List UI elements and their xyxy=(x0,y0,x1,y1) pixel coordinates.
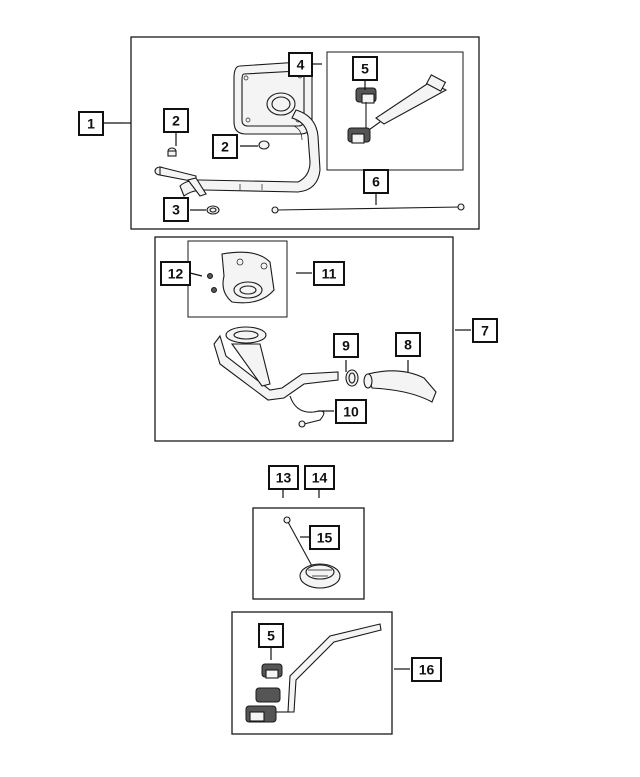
filler-tube-drawing xyxy=(154,109,321,197)
callout-8: 8 xyxy=(395,332,421,357)
ground-wire-drawing xyxy=(289,395,325,428)
svg-text:5: 5 xyxy=(267,628,275,644)
callout-2: 2 xyxy=(163,108,189,133)
leader-12 xyxy=(189,272,203,277)
svg-text:2: 2 xyxy=(172,113,180,129)
filler-hose-drawing xyxy=(363,370,437,403)
callout-6: 6 xyxy=(363,169,389,194)
callout-10: 10 xyxy=(335,399,367,424)
callout-2: 2 xyxy=(212,134,238,159)
callout-9: 9 xyxy=(333,333,359,358)
callout-11: 11 xyxy=(313,261,345,286)
fitting-grommet-drawing xyxy=(167,140,270,157)
callout-7: 7 xyxy=(472,318,498,343)
filler-neck-tube-drawing xyxy=(213,326,339,401)
svg-text:11: 11 xyxy=(322,266,337,282)
fuel-cap-drawing xyxy=(283,516,341,589)
vapor-valve-drawing xyxy=(347,74,448,144)
svg-text:3: 3 xyxy=(172,202,180,218)
svg-text:10: 10 xyxy=(343,404,359,420)
tube-clamp-drawing xyxy=(345,369,359,387)
svg-text:8: 8 xyxy=(404,337,412,353)
callout-5: 5 xyxy=(258,623,284,648)
svg-text:12: 12 xyxy=(168,266,184,282)
filler-bracket-drawing xyxy=(221,251,275,304)
vent-tube-drawing xyxy=(245,623,382,723)
svg-text:14: 14 xyxy=(312,470,328,486)
callout-4: 4 xyxy=(288,52,313,77)
callout-12: 12 xyxy=(160,261,191,286)
svg-text:15: 15 xyxy=(317,530,333,546)
group-fuel-cap xyxy=(252,488,365,600)
svg-text:4: 4 xyxy=(297,57,305,73)
svg-text:6: 6 xyxy=(372,174,380,190)
callout-labels: 1 2 2 3 4 5 6 7 8 9 10 11 12 13 14 15 5 … xyxy=(78,52,498,682)
svg-text:13: 13 xyxy=(276,470,292,486)
group-16 xyxy=(231,611,410,735)
svg-text:1: 1 xyxy=(87,116,95,132)
screws-drawing xyxy=(207,273,217,293)
svg-text:9: 9 xyxy=(342,338,350,354)
callout-5: 5 xyxy=(352,56,378,81)
callout-3: 3 xyxy=(163,197,189,222)
callout-15: 15 xyxy=(309,525,340,550)
callout-14: 14 xyxy=(304,465,335,490)
hose-clamp-drawing xyxy=(206,205,220,215)
callout-13: 13 xyxy=(268,465,299,490)
svg-text:5: 5 xyxy=(361,61,369,77)
callout-1: 1 xyxy=(78,111,104,136)
svg-text:16: 16 xyxy=(419,662,435,678)
svg-text:2: 2 xyxy=(221,139,229,155)
svg-text:7: 7 xyxy=(481,323,489,339)
ground-strap-drawing xyxy=(271,203,465,214)
callout-16: 16 xyxy=(411,657,442,682)
